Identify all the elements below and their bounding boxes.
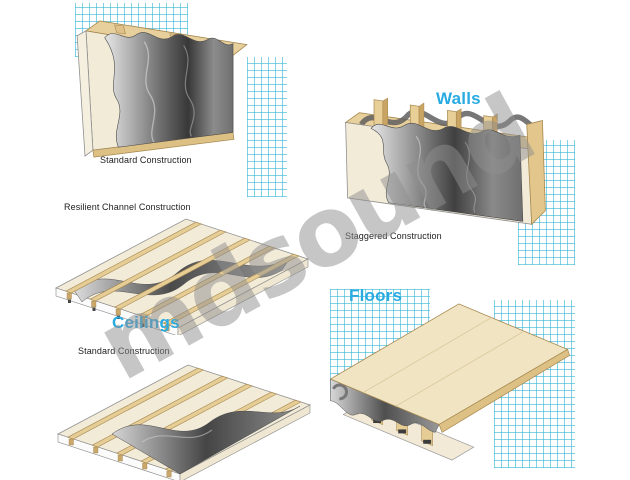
wall-standard-diagram (76, 20, 248, 158)
insulation-sheet (370, 123, 524, 222)
floors-heading: Floors (349, 286, 403, 305)
wall-staggered-label: Staggered Construction (345, 231, 442, 241)
wall-staggered-diagram (344, 97, 546, 226)
insulation-sheet (330, 378, 440, 433)
floor-diagram (329, 303, 570, 461)
insulation-sheet (104, 32, 234, 148)
ceiling-joists (65, 221, 300, 332)
ceilings-heading: Ceilings (112, 313, 180, 332)
ceiling-resilient-diagram (54, 218, 310, 335)
wall-standard-label: Standard Construction (100, 155, 192, 165)
walls-heading: Walls (436, 89, 481, 108)
grid-pattern-wall-right (247, 57, 287, 197)
insulation-sheet (111, 405, 301, 475)
ceiling-resilient-label: Resilient Channel Construction (64, 202, 191, 212)
floor-surface (329, 303, 570, 433)
ceiling-standard-diagram (56, 364, 312, 480)
ceiling-standard-label: Standard Construction (78, 346, 170, 356)
